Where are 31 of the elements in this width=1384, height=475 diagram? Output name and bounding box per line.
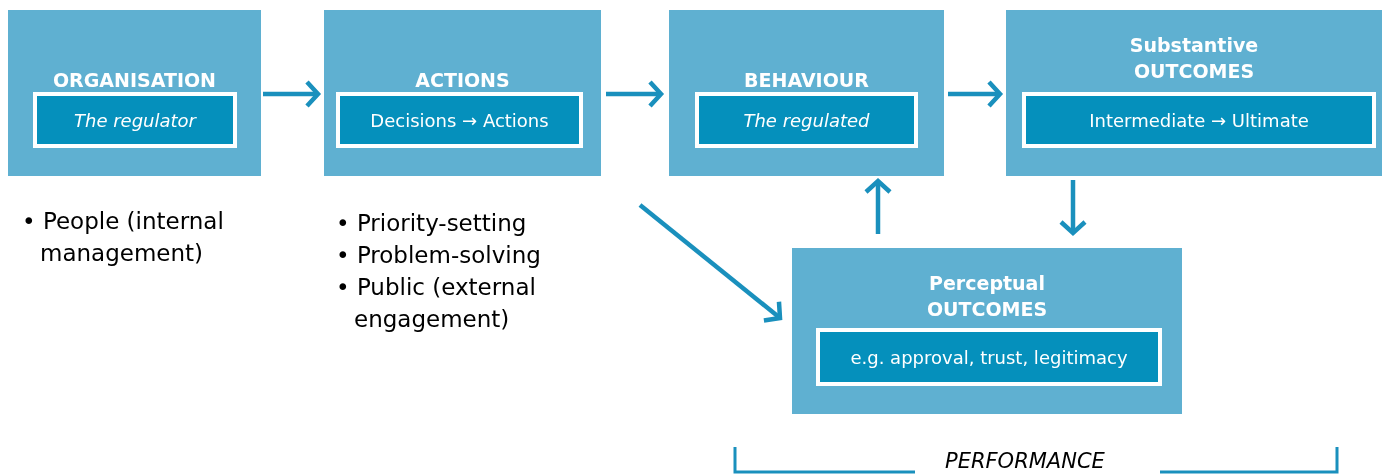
detail-box — [1022, 92, 1376, 148]
arrow — [948, 79, 1003, 109]
detail-text: Intermediate → Ultimate — [1089, 109, 1309, 131]
detail-box — [816, 328, 1162, 386]
stage-box — [8, 10, 261, 176]
arrow — [263, 79, 321, 109]
bullet-item: • Public (external engagement) — [336, 273, 537, 334]
bullet-item: • Priority-setting — [336, 209, 528, 238]
stage-heading: Substantive OUTCOMES — [1128, 33, 1260, 84]
stage-heading: ORGANISATION — [51, 68, 218, 93]
bullet-item: • People (internal management) — [22, 207, 225, 268]
detail-text: The regulated — [743, 109, 870, 131]
arrow — [863, 178, 893, 234]
stage-heading: ACTIONS — [414, 68, 511, 93]
stage-heading: BEHAVIOUR — [743, 68, 870, 93]
stage-box — [1006, 10, 1382, 176]
detail-text: The regulator — [74, 109, 196, 131]
detail-box — [33, 92, 237, 148]
arrow — [638, 203, 783, 323]
arrow — [606, 79, 664, 109]
stage-box — [792, 248, 1182, 414]
detail-text: Decisions → Actions — [370, 109, 549, 131]
stage-heading: Perceptual OUTCOMES — [925, 271, 1049, 322]
detail-text: e.g. approval, trust, legitimacy — [850, 346, 1128, 368]
detail-box — [336, 92, 583, 148]
stage-box — [669, 10, 944, 176]
arrow — [1058, 180, 1088, 236]
bullet-item: • Problem-solving — [336, 241, 542, 270]
stage-box — [324, 10, 601, 176]
detail-box — [695, 92, 918, 148]
bracket-label: PERFORMANCE — [945, 449, 1105, 473]
